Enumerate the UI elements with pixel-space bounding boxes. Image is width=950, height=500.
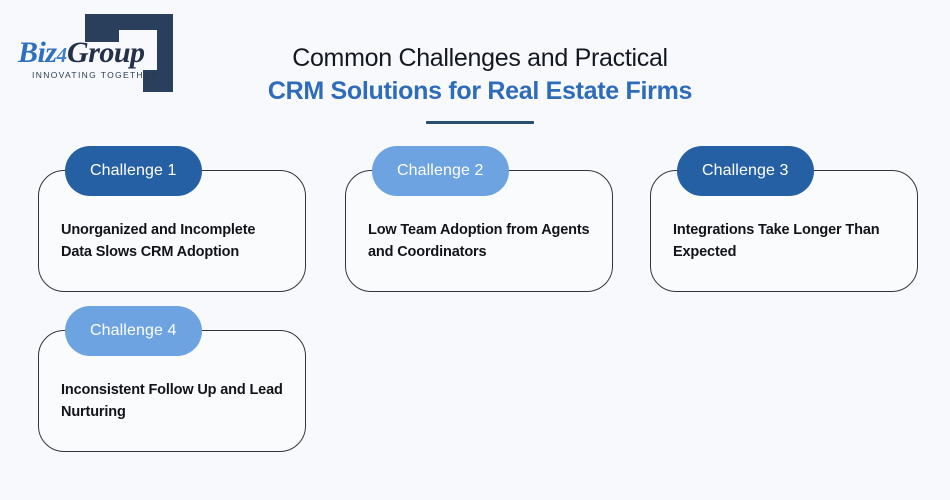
title-underline-rule — [426, 121, 534, 124]
brand-logo[interactable]: Biz4Group INNOVATING TOGETHER — [18, 14, 188, 96]
page-header: Biz4Group INNOVATING TOGETHER Common Cha… — [0, 0, 950, 135]
bracket-frame-icon — [85, 14, 173, 92]
challenge-body-text: Unorganized and Incomplete Data Slows CR… — [61, 222, 256, 260]
challenge-card[interactable]: Challenge 3 Integrations Take Longer Tha… — [650, 146, 918, 292]
challenge-card-grid: Challenge 1 Unorganized and Incomplete D… — [0, 146, 950, 500]
challenge-badge: Challenge 1 — [65, 146, 202, 196]
challenge-badge: Challenge 2 — [372, 146, 509, 196]
logo-tagline: INNOVATING TOGETHER — [32, 70, 159, 80]
logo-wordmark: Biz4Group — [18, 36, 168, 80]
challenge-card[interactable]: Challenge 1 Unorganized and Incomplete D… — [38, 146, 306, 292]
challenge-body-text: Inconsistent Follow Up and Lead Nurturin… — [61, 382, 283, 420]
page-title: Common Challenges and Practical CRM Solu… — [255, 42, 705, 124]
challenge-badge: Challenge 3 — [677, 146, 814, 196]
challenge-body-text: Low Team Adoption from Agents and Coordi… — [368, 222, 590, 260]
logo-text-four: 4 — [56, 43, 68, 67]
challenge-badge: Challenge 4 — [65, 306, 202, 356]
page-title-line-1: Common Challenges and Practical — [292, 44, 668, 72]
logo-text-group: Group — [67, 36, 145, 69]
challenge-card[interactable]: Challenge 4 Inconsistent Follow Up and L… — [38, 306, 306, 452]
logo-text-biz: Biz — [18, 36, 57, 69]
page-title-line-2: CRM Solutions for Real Estate Firms — [267, 77, 693, 105]
challenge-card[interactable]: Challenge 2 Low Team Adoption from Agent… — [345, 146, 613, 292]
challenge-body-text: Integrations Take Longer Than Expected — [673, 222, 880, 260]
